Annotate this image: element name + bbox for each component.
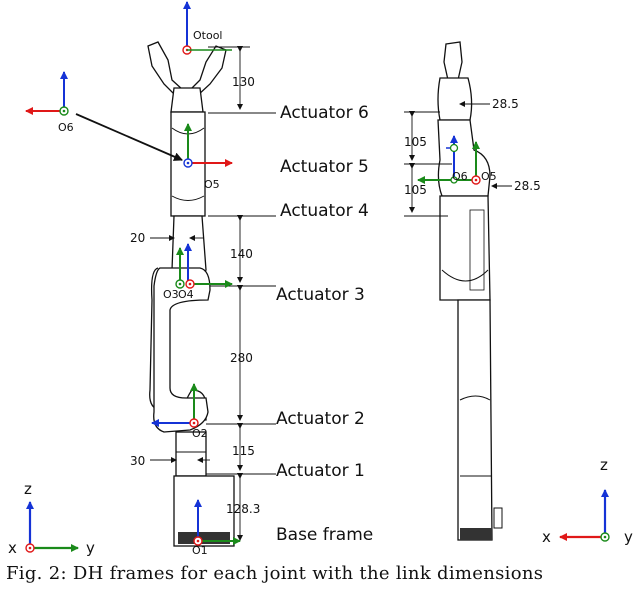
axis-label-z-front: z (24, 480, 32, 498)
dim-20: 20 (130, 231, 145, 245)
label-actuator-2: Actuator 2 (276, 409, 365, 429)
world-axes-side: z x y (542, 456, 633, 546)
frame-label-o5-side: O5 (481, 170, 497, 183)
frame-label-o2: O2 (192, 427, 208, 440)
frame-o5: O5 (183, 123, 233, 191)
robot-side-view (437, 41, 503, 541)
label-actuator-6: Actuator 6 (280, 103, 369, 123)
frame-o6-ref: O6 (25, 71, 183, 161)
frame-label-o6-side: O6 (452, 170, 468, 183)
dim-280: 280 (230, 351, 253, 365)
frame-label-o4: O4 (178, 288, 194, 301)
frame-o3-o4: O3 O4 (163, 243, 233, 301)
frame-otool: Otool (182, 1, 232, 55)
frame-label-o3: O3 (163, 288, 179, 301)
figure-caption: Fig. 2: DH frames for each joint with th… (6, 563, 544, 584)
label-actuator-1: Actuator 1 (276, 461, 365, 481)
dim-130: 130 (232, 75, 255, 89)
frame-o6-o5-side: O6 O5 (417, 135, 497, 185)
frame-label-o6: O6 (58, 121, 74, 134)
label-actuator-5: Actuator 5 (280, 157, 369, 177)
label-base-frame: Base frame (276, 525, 373, 545)
dim-105-lower: 105 (404, 183, 427, 197)
frame-label-otool: Otool (193, 29, 223, 42)
label-actuator-4: Actuator 4 (280, 201, 369, 221)
dim-115: 115 (232, 444, 255, 458)
left-dimension-lines (150, 46, 276, 541)
dim-140: 140 (230, 247, 253, 261)
frame-o2: O2 (151, 383, 208, 440)
dim-128-3: 128.3 (226, 502, 260, 516)
label-actuator-3: Actuator 3 (276, 285, 365, 305)
dim-28-5-side: 28.5 (514, 179, 541, 193)
axis-label-x-side: x (542, 528, 551, 546)
axis-label-z-side: z (600, 456, 608, 474)
axis-label-y-side: y (624, 528, 633, 546)
axis-label-x-front: x (8, 539, 17, 557)
dim-28-5-top: 28.5 (492, 97, 519, 111)
frame-o1: O1 (192, 499, 241, 557)
world-axes-front: z x y (8, 480, 95, 557)
dim-105-upper: 105 (404, 135, 427, 149)
frame-label-o5: O5 (204, 178, 220, 191)
right-dimension-lines (404, 101, 512, 217)
axis-label-y-front: y (86, 539, 95, 557)
frame-label-o1: O1 (192, 544, 208, 557)
robot-front-view (147, 41, 235, 547)
dim-30: 30 (130, 454, 145, 468)
